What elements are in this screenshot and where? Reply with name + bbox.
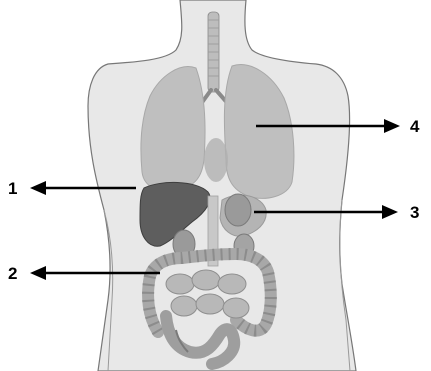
right-kidney xyxy=(225,194,251,226)
label-1: 1 xyxy=(8,179,17,198)
heart xyxy=(204,138,228,182)
small-intestine xyxy=(166,270,249,318)
label-3: 3 xyxy=(410,203,419,222)
label-2: 2 xyxy=(8,264,17,283)
label-4: 4 xyxy=(410,117,420,136)
body-silhouette xyxy=(88,0,356,371)
